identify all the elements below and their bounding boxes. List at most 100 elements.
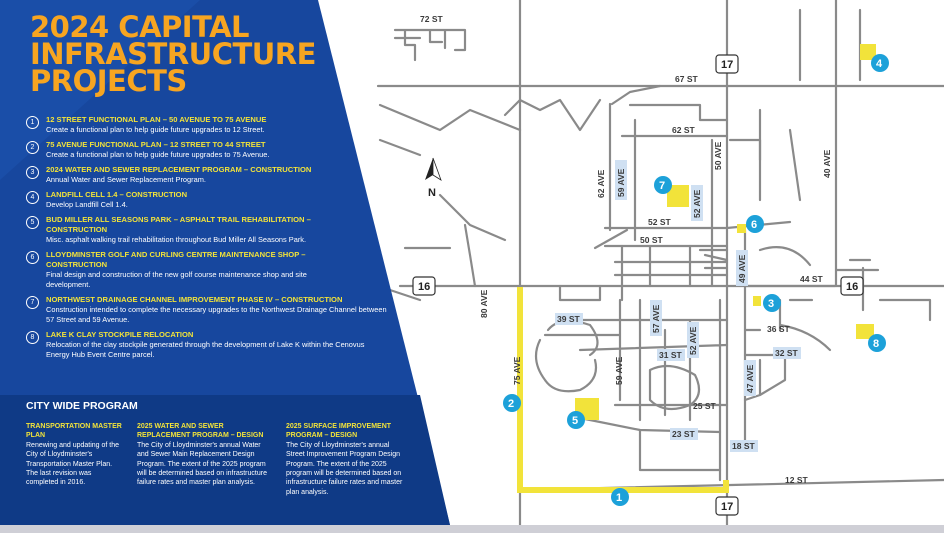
highway-16-shield-east: 16 [840, 276, 864, 296]
avenue-label: 57 AVE [651, 304, 661, 333]
street-label: 67 ST [675, 74, 698, 84]
city-wide-title: TRANSPORTATION MASTER PLAN [26, 423, 122, 440]
avenue-label: 62 AVE [596, 169, 606, 198]
avenue-label: 52 AVE [692, 189, 702, 218]
project-marker-1: 1 [611, 488, 629, 506]
svg-text:17: 17 [721, 501, 733, 513]
project-number: 2 [26, 141, 39, 154]
avenue-label: 59 AVE [614, 356, 624, 385]
info-panel-lower [0, 395, 450, 525]
project-number: 8 [26, 331, 39, 344]
page-title: 2024 CAPITAL INFRASTRUCTURE PROJECTS [30, 10, 316, 98]
project-number: 1 [26, 116, 39, 129]
street-label: 62 ST [672, 125, 695, 135]
city-wide-desc: The City of Lloydminster's annual Water … [137, 441, 267, 487]
project-site-4 [860, 44, 876, 60]
project-site-6 [737, 224, 746, 233]
svg-text:1: 1 [616, 492, 622, 504]
street-label: 50 ST [640, 235, 663, 245]
project-item: 3 2024 WATER AND SEWER REPLACEMENT PROGRA… [26, 165, 406, 185]
project-number: 6 [26, 251, 39, 264]
avenue-label: 49 AVE [737, 254, 747, 283]
project-marker-3: 3 [763, 294, 781, 312]
avenue-label: 52 AVE [688, 326, 698, 355]
svg-text:16: 16 [846, 281, 858, 293]
svg-text:6: 6 [751, 219, 757, 231]
project-marker-6: 6 [746, 215, 764, 233]
project-marker-5: 5 [567, 411, 585, 429]
svg-text:2: 2 [508, 398, 514, 410]
project-site-8 [856, 324, 874, 339]
project-desc: Relocation of the clay stockpile generat… [46, 340, 365, 359]
svg-text:16: 16 [418, 281, 430, 293]
project-title: NORTHWEST DRAINAGE CHANNEL IMPROVEMENT P… [46, 295, 343, 304]
city-wide-title: 2025 SURFACE IMPROVEMENT PROGRAM – DESIG… [286, 423, 392, 440]
city-wide-heading: CITY WIDE PROGRAM [26, 400, 138, 412]
city-wide-item: 2025 WATER AND SEWER REPLACEMENT PROGRAM… [137, 422, 269, 488]
street-label: 44 ST [800, 274, 823, 284]
avenue-label: 47 AVE [745, 364, 755, 393]
city-wide-item: TRANSPORTATION MASTER PLAN Renewing and … [26, 422, 122, 488]
project-marker-2: 2 [503, 394, 521, 412]
street-label: 23 ST [672, 429, 695, 439]
street-label: 52 ST [648, 217, 671, 227]
street-label: 12 ST [785, 475, 808, 485]
avenue-label: 75 AVE [512, 356, 522, 385]
project-desc: Develop Landfill Cell 1.4. [46, 200, 128, 209]
title-line: PROJECTS [30, 64, 187, 98]
highway-17-shield-north: 17 [715, 54, 739, 74]
title-line: INFRASTRUCTURE [30, 37, 316, 71]
info-panel-light [0, 0, 200, 180]
project-item: 2 75 AVENUE FUNCTIONAL PLAN – 12 STREET T… [26, 140, 406, 160]
project-item: 7 NORTHWEST DRAINAGE CHANNEL IMPROVEMENT … [26, 295, 396, 325]
project-marker-4: 4 [871, 54, 889, 72]
project-desc: Create a functional plan to help guide f… [46, 150, 270, 159]
project-number: 4 [26, 191, 39, 204]
svg-text:5: 5 [572, 415, 578, 427]
project-desc: Create a functional plan to help guide f… [46, 125, 265, 134]
svg-text:4: 4 [876, 58, 883, 70]
north-label: N [428, 187, 436, 199]
project-title: LAKE K CLAY STOCKPILE RELOCATION [46, 330, 194, 339]
city-wide-title: 2025 WATER AND SEWER REPLACEMENT PROGRAM… [137, 423, 264, 440]
project-marker-8: 8 [868, 334, 886, 352]
street-label: 32 ST [775, 348, 798, 358]
bottom-band [0, 525, 944, 533]
street-label: 31 ST [659, 350, 682, 360]
city-wide-item: 2025 SURFACE IMPROVEMENT PROGRAM – DESIG… [286, 422, 408, 497]
highway-17-shield-south: 17 [715, 496, 739, 516]
project-desc: Construction intended to complete the ne… [46, 305, 387, 324]
svg-text:17: 17 [721, 59, 733, 71]
project-title: LLOYDMINSTER GOLF AND CURLING CENTRE MAI… [46, 250, 306, 269]
title-line: 2024 CAPITAL [30, 10, 250, 44]
info-panel [0, 0, 450, 525]
project-number: 5 [26, 216, 39, 229]
avenue-label: 40 AVE [822, 149, 832, 178]
project-number: 3 [26, 166, 39, 179]
panel-text: 2024 CAPITAL INFRASTRUCTURE PROJECTS N 1… [0, 0, 460, 533]
project-title: LANDFILL CELL 1.4 – CONSTRUCTION [46, 190, 188, 199]
project-desc: Final design and construction of the new… [46, 270, 307, 289]
avenue-label: 59 AVE [616, 168, 626, 197]
project-title: 2024 WATER AND SEWER REPLACEMENT PROGRAM… [46, 165, 312, 174]
city-wide-desc: The City of Lloydminster's annual Street… [286, 441, 403, 496]
svg-text:8: 8 [873, 338, 879, 350]
project-desc: Annual Water and Sewer Replacement Progr… [46, 175, 206, 184]
street-label: 72 ST [420, 14, 443, 24]
street-label: 36 ST [767, 324, 790, 334]
svg-text:3: 3 [768, 298, 774, 310]
project-title: 75 AVENUE FUNCTIONAL PLAN – 12 STREET TO… [46, 140, 266, 149]
project-desc: Misc. asphalt walking trail rehabilitati… [46, 235, 307, 244]
street-label: 25 ST [693, 401, 716, 411]
avenue-label: 50 AVE [713, 141, 723, 170]
project-marker-7: 7 [654, 176, 672, 194]
project-number: 7 [26, 296, 39, 309]
street-label: 18 ST [732, 441, 755, 451]
street-label: 39 ST [557, 314, 580, 324]
